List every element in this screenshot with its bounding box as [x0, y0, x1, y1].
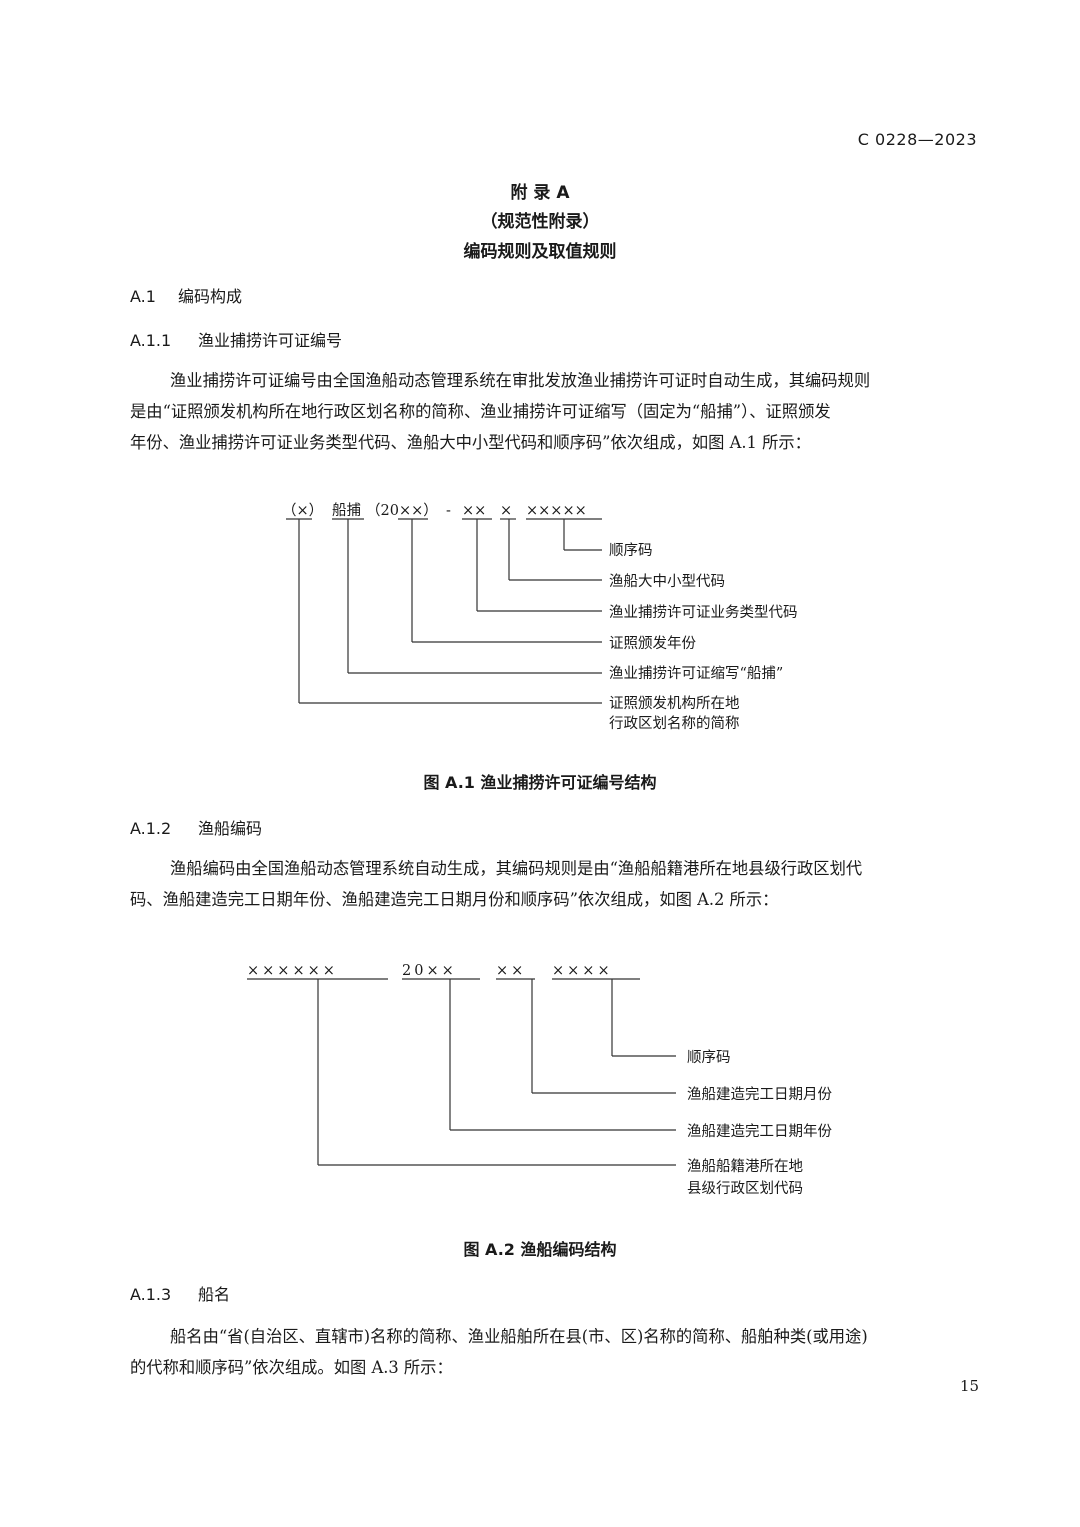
paragraph-line: 是由“证照颁发机构所在地行政区划名称的简称、渔业捕捞许可证缩写（固定为“船捕”）…: [130, 402, 831, 421]
section-title: 编码构成: [178, 287, 243, 306]
code-part-region: （×）: [282, 502, 323, 519]
appendix-name: 编码规则及取值规则: [463, 242, 617, 262]
figure-a2-caption: 图 A.2 渔船编码结构: [463, 1240, 617, 1259]
code-part-seq: ×××××: [526, 503, 587, 519]
paragraph-line: 年份、渔业捕捞许可证业务类型代码、渔船大中小型代码和顺序码”依次组成，如图 A.…: [130, 433, 811, 452]
code-part-month: ××: [496, 963, 526, 979]
section-title: 船名: [198, 1285, 231, 1304]
label-region-abbr-line1: 证照颁发机构所在地: [609, 695, 740, 712]
section-title: 渔业捕捞许可证编号: [198, 331, 343, 350]
code-part-year: 20××: [402, 963, 457, 979]
label-license-abbreviation: 渔业捕捞许可证缩写“船捕”: [609, 665, 783, 682]
label-port-county-line1: 渔船船籍港所在地: [687, 1158, 803, 1175]
appendix-subtitle: （规范性附录）: [480, 212, 600, 232]
section-number: A.1.3: [130, 1285, 172, 1304]
code-part-county: ××××××: [247, 963, 338, 979]
label-sequence-code: 顺序码: [687, 1049, 731, 1066]
code-part-abbr: 船捕: [332, 502, 361, 519]
label-business-type-code: 渔业捕捞许可证业务类型代码: [609, 604, 798, 621]
code-part-year: （20××）: [366, 502, 438, 519]
appendix-title: 附 录 A: [510, 183, 570, 203]
section-number: A.1: [130, 287, 156, 306]
label-region-abbr-line2: 行政区划名称的简称: [609, 715, 740, 732]
section-heading-a1: A.1 编码构成: [130, 283, 242, 307]
section-heading-a12: A.1.2 渔船编码: [130, 815, 262, 839]
label-vessel-size-code: 渔船大中小型代码: [609, 573, 725, 590]
label-completion-year: 渔船建造完工日期年份: [687, 1123, 832, 1140]
paragraph-line: 码、渔船建造完工日期年份、渔船建造完工日期月份和顺序码”依次组成，如图 A.2 …: [130, 890, 779, 909]
section-heading-a13: A.1.3 船名: [130, 1281, 230, 1305]
code-part-seq: ××××: [552, 963, 613, 979]
paragraph-line: 的代称和顺序码”依次组成。如图 A.3 所示：: [130, 1358, 453, 1377]
label-issue-year: 证照颁发年份: [609, 635, 696, 652]
section-title: 渔船编码: [198, 819, 263, 838]
label-completion-month: 渔船建造完工日期月份: [687, 1086, 832, 1103]
label-port-county-line2: 县级行政区划代码: [687, 1180, 803, 1197]
code-part-size: ×: [500, 503, 512, 519]
code-dash: -: [446, 503, 451, 519]
page-number: 15: [960, 1377, 980, 1395]
document-id: C 0228—2023: [857, 130, 977, 149]
section-heading-a11: A.1.1 渔业捕捞许可证编号: [130, 327, 342, 351]
paragraph-line: 渔船编码由全国渔船动态管理系统自动生成，其编码规则是由“渔船船籍港所在地县级行政…: [170, 859, 863, 878]
figure-a1-caption: 图 A.1 渔业捕捞许可证编号结构: [423, 773, 657, 792]
paragraph-line: 渔业捕捞许可证编号由全国渔船动态管理系统在审批发放渔业捕捞许可证时自动生成，其编…: [170, 371, 871, 390]
section-number: A.1.1: [130, 331, 172, 350]
label-sequence-code: 顺序码: [609, 542, 653, 559]
section-number: A.1.2: [130, 819, 172, 838]
paragraph-line: 船名由“省(自治区、直辖市)名称的简称、渔业船舶所在县(市、区)名称的简称、船舶…: [170, 1327, 868, 1346]
code-part-business: ××: [462, 503, 486, 519]
